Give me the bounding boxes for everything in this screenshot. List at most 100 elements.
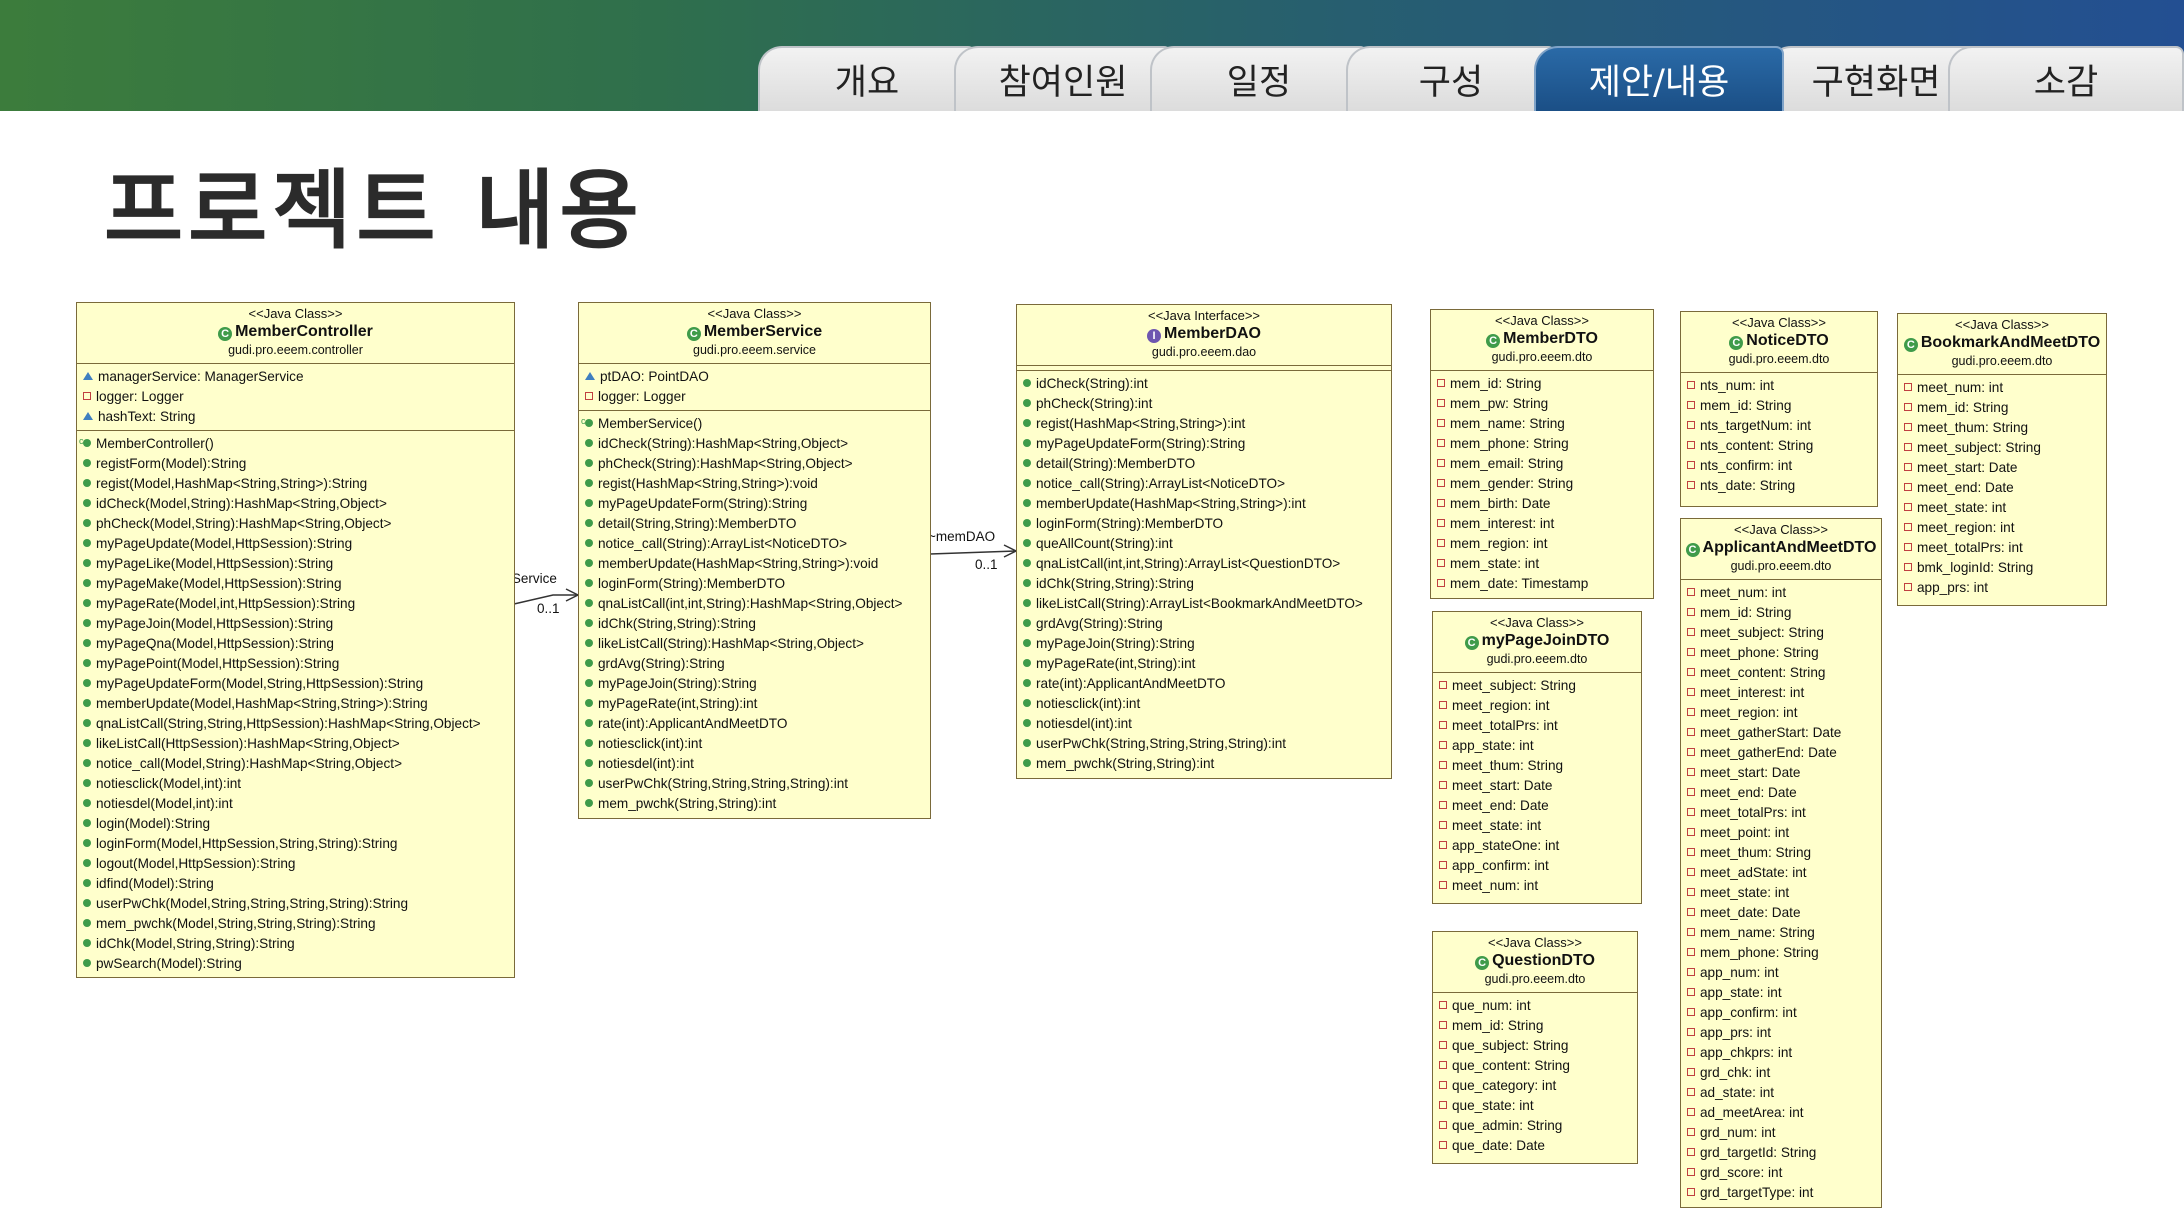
- public-marker-icon: [83, 639, 91, 647]
- member-text: que_category: int: [1452, 1078, 1557, 1093]
- member-text: mem_pwchk(String,String):int: [1036, 756, 1215, 771]
- member-text: notice_call(String):ArrayList<NoticeDTO>: [598, 536, 848, 551]
- public-marker-icon: [585, 699, 593, 707]
- package-name: gudi.pro.eeem.dto: [1491, 350, 1593, 364]
- method-row: myPageMake(Model,HttpSession):String: [77, 574, 514, 594]
- private-marker-icon: [1439, 1001, 1447, 1009]
- member-text: mem_pwchk(Model,String,String,String):St…: [96, 916, 376, 931]
- field-row: managerService: ManagerService: [77, 367, 514, 387]
- member-text: meet_thum: String: [1452, 758, 1564, 773]
- stereotype: <<Java Class>>: [1734, 522, 1828, 537]
- assoc-mult-memservice: 0..1: [537, 601, 560, 616]
- member-text: phCheck(String):HashMap<String,Object>: [598, 456, 853, 471]
- field-row: meet_gatherStart: Date: [1681, 723, 1881, 743]
- tab-schedule[interactable]: 일정: [1150, 46, 1368, 111]
- field-row: mem_interest: int: [1431, 514, 1653, 534]
- method-row: queAllCount(String):int: [1017, 534, 1391, 554]
- field-row: grd_targetType: int: [1681, 1183, 1881, 1203]
- package-name: gudi.pro.eeem.dao: [1151, 345, 1257, 359]
- field-row: meet_region: int: [1433, 696, 1641, 716]
- member-text: meet_subject: String: [1917, 440, 2041, 455]
- member-text: meet_end: Date: [1700, 785, 1797, 800]
- member-text: notiesclick(Model,int):int: [96, 776, 242, 791]
- private-marker-icon: [1687, 1148, 1695, 1156]
- field-row: app_confirm: int: [1681, 1003, 1881, 1023]
- member-text: mem_birth: Date: [1450, 496, 1551, 511]
- member-text: mem_date: Timestamp: [1450, 576, 1589, 591]
- method-row: loginForm(String):MemberDTO: [579, 574, 930, 594]
- method-row: loginForm(Model,HttpSession,String,Strin…: [77, 834, 514, 854]
- private-marker-icon: [1687, 628, 1695, 636]
- private-marker-icon: [1904, 483, 1912, 491]
- member-text: myPageUpdateForm(String):String: [598, 496, 808, 511]
- private-marker-icon: [1687, 1108, 1695, 1116]
- member-text: rate(int):ApplicantAndMeetDTO: [1036, 676, 1226, 691]
- tab-overview[interactable]: 개요: [758, 46, 976, 111]
- public-marker-icon: [1023, 759, 1031, 767]
- field-row: meet_start: Date: [1681, 763, 1881, 783]
- assoc-arrow-memdao: [1003, 544, 1018, 558]
- method-row: myPageUpdateForm(String):String: [1017, 434, 1391, 454]
- tab-review[interactable]: 소감: [1948, 46, 2184, 111]
- tab-members[interactable]: 참여인원: [954, 46, 1172, 111]
- member-text: logout(Model,HttpSession):String: [96, 856, 296, 871]
- member-text: mem_id: String: [1450, 376, 1542, 391]
- field-row: meet_totalPrs: int: [1433, 716, 1641, 736]
- member-text: meet_start: Date: [1700, 765, 1801, 780]
- methods-section: MemberController()registForm(Model):Stri…: [77, 431, 514, 977]
- field-row: meet_date: Date: [1681, 903, 1881, 923]
- method-row: myPageJoin(String):String: [579, 674, 930, 694]
- private-marker-icon: [1687, 1168, 1695, 1176]
- member-text: myPagePoint(Model,HttpSession):String: [96, 656, 340, 671]
- private-marker-icon: [1439, 1101, 1447, 1109]
- member-text: idCheck(String):HashMap<String,Object>: [598, 436, 849, 451]
- public-marker-icon: [83, 799, 91, 807]
- private-marker-icon: [1437, 439, 1445, 447]
- field-row: grd_targetId: String: [1681, 1143, 1881, 1163]
- private-marker-icon: [1437, 379, 1445, 387]
- member-text: myPageJoin(String):String: [598, 676, 757, 691]
- method-row: idCheck(String):int: [1017, 374, 1391, 394]
- private-marker-icon: [1437, 499, 1445, 507]
- method-row: qnaListCall(int,int,String):ArrayList<Qu…: [1017, 554, 1391, 574]
- private-marker-icon: [1687, 1028, 1695, 1036]
- member-text: que_subject: String: [1452, 1038, 1569, 1053]
- method-row: myPageUpdateForm(String):String: [579, 494, 930, 514]
- method-row: loginForm(String):MemberDTO: [1017, 514, 1391, 534]
- public-marker-icon: [83, 699, 91, 707]
- method-row: notice_call(String):ArrayList<NoticeDTO>: [1017, 474, 1391, 494]
- member-text: mem_id: String: [1700, 398, 1792, 413]
- public-marker-icon: [585, 519, 593, 527]
- tab-structure[interactable]: 구성: [1346, 46, 1556, 111]
- public-marker-icon: [585, 459, 593, 467]
- member-text: nts_targetNum: int: [1700, 418, 1812, 433]
- public-marker-icon: [585, 659, 593, 667]
- private-marker-icon: [1687, 401, 1695, 409]
- member-text: myPageUpdate(Model,HttpSession):String: [96, 536, 353, 551]
- member-text: likeListCall(HttpSession):HashMap<String…: [96, 736, 400, 751]
- assoc-role-memdao: ~memDAO: [928, 529, 996, 544]
- member-text: mem_interest: int: [1450, 516, 1555, 531]
- private-marker-icon: [1439, 681, 1447, 689]
- method-row: regist(HashMap<String,String>):int: [1017, 414, 1391, 434]
- member-text: meet_date: Date: [1700, 905, 1801, 920]
- field-row: nts_confirm: int: [1681, 456, 1877, 476]
- member-text: meet_totalPrs: int: [1700, 805, 1806, 820]
- member-text: idChk(String,String):String: [1036, 576, 1194, 591]
- member-text: notice_call(String):ArrayList<NoticeDTO>: [1036, 476, 1286, 491]
- method-row: myPageUpdate(Model,HttpSession):String: [77, 534, 514, 554]
- method-row: idCheck(String):HashMap<String,Object>: [579, 434, 930, 454]
- member-text: myPageMake(Model,HttpSession):String: [96, 576, 342, 591]
- public-marker-icon: [83, 959, 91, 967]
- tab-proposal[interactable]: 제안/내용: [1534, 46, 1784, 111]
- private-marker-icon: [1439, 1041, 1447, 1049]
- field-row: mem_id: String: [1898, 398, 2106, 418]
- field-row: mem_phone: String: [1431, 434, 1653, 454]
- member-text: mem_name: String: [1450, 416, 1565, 431]
- class-icon: C: [1486, 334, 1501, 348]
